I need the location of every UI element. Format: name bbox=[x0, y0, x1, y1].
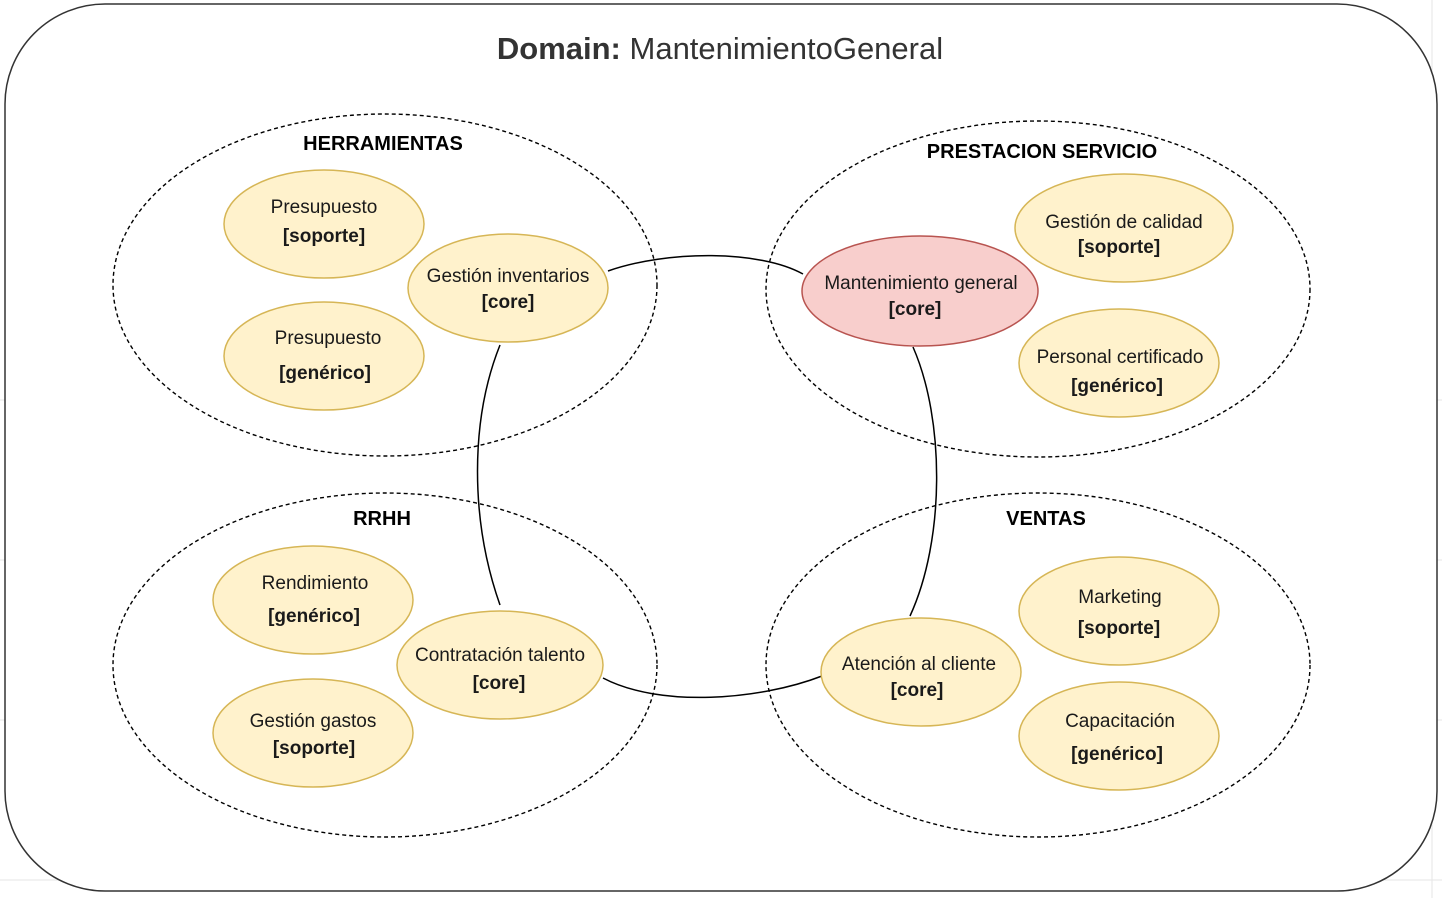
connector-inventarios-mantenimiento bbox=[607, 254, 804, 275]
context-shape bbox=[820, 617, 1022, 727]
context-shape bbox=[396, 610, 604, 720]
context-shape bbox=[223, 301, 425, 411]
context-presupuesto-generico: Presupuesto [genérico] bbox=[223, 301, 425, 411]
subdomain-title-herramientas: HERRAMIENTAS bbox=[303, 133, 463, 155]
subdomain-title-prestacion-servicio: PRESTACION SERVICIO bbox=[927, 141, 1157, 163]
context-shape bbox=[212, 678, 414, 788]
context-name: Presupuesto bbox=[275, 328, 382, 349]
context-tag: [soporte] bbox=[273, 738, 355, 759]
subdomain-prestacion-servicio bbox=[765, 120, 1311, 458]
context-tag: [core] bbox=[482, 292, 535, 313]
domain-frame bbox=[4, 3, 1438, 892]
context-name: Rendimiento bbox=[262, 573, 369, 594]
context-shape bbox=[1018, 308, 1220, 418]
context-mantenimiento-general: Mantenimiento general [core] bbox=[801, 235, 1039, 347]
context-shape bbox=[223, 169, 425, 279]
connector-mantenimiento-atencion bbox=[909, 346, 938, 617]
context-tag: [soporte] bbox=[1078, 237, 1160, 258]
context-shape bbox=[1014, 173, 1234, 283]
context-capacitacion: Capacitación [genérico] bbox=[1018, 681, 1220, 791]
context-tag: [core] bbox=[473, 673, 526, 694]
context-marketing: Marketing [soporte] bbox=[1018, 556, 1220, 666]
subdomain-title-ventas: VENTAS bbox=[1006, 508, 1086, 530]
context-name: Mantenimiento general bbox=[824, 273, 1017, 294]
context-shape bbox=[801, 235, 1039, 347]
context-name: Marketing bbox=[1078, 587, 1161, 608]
context-atencion-cliente: Atención al cliente [core] bbox=[820, 617, 1022, 727]
context-tag: [genérico] bbox=[1071, 744, 1163, 765]
context-name: Presupuesto bbox=[271, 197, 378, 218]
context-name: Gestión gastos bbox=[250, 711, 377, 732]
context-personal-certificado: Personal certificado [genérico] bbox=[1018, 308, 1220, 418]
context-tag: [core] bbox=[891, 680, 944, 701]
context-name: Contratación talento bbox=[415, 645, 585, 666]
context-name: Personal certificado bbox=[1037, 347, 1204, 368]
context-tag: [genérico] bbox=[268, 606, 360, 627]
context-rendimiento: Rendimiento [genérico] bbox=[212, 545, 414, 655]
context-presupuesto-soporte: Presupuesto [soporte] bbox=[223, 169, 425, 279]
context-tag: [soporte] bbox=[283, 226, 365, 247]
context-shape bbox=[212, 545, 414, 655]
context-shape bbox=[407, 233, 609, 343]
context-gestion-calidad: Gestión de calidad [soporte] bbox=[1014, 173, 1234, 283]
connector-contratacion-inventarios bbox=[476, 344, 501, 606]
context-name: Gestión inventarios bbox=[427, 266, 590, 287]
context-gestion-gastos: Gestión gastos [soporte] bbox=[212, 678, 414, 788]
context-shape bbox=[1018, 556, 1220, 666]
subdomain-herramientas bbox=[112, 113, 658, 457]
context-tag: [soporte] bbox=[1078, 618, 1160, 639]
subdomain-ventas bbox=[765, 492, 1311, 838]
connector-atencion-contratacion bbox=[602, 675, 823, 699]
context-gestion-inventarios: Gestión inventarios [core] bbox=[407, 233, 609, 343]
domain-title: Domain: MantenimientoGeneral bbox=[497, 31, 943, 66]
domain-label: Domain: bbox=[497, 31, 621, 66]
context-shape bbox=[1018, 681, 1220, 791]
context-name: Capacitación bbox=[1065, 711, 1175, 732]
domain-name: MantenimientoGeneral bbox=[630, 31, 944, 66]
subdomain-title-rrhh: RRHH bbox=[353, 508, 411, 530]
core-connectors bbox=[476, 254, 938, 699]
context-tag: [genérico] bbox=[279, 363, 371, 384]
context-tag: [genérico] bbox=[1071, 376, 1163, 397]
context-name: Atención al cliente bbox=[842, 654, 996, 675]
subdomain-rrhh bbox=[112, 492, 658, 838]
context-contratacion-talento: Contratación talento [core] bbox=[396, 610, 604, 720]
context-tag: [core] bbox=[889, 299, 942, 320]
context-name: Gestión de calidad bbox=[1045, 212, 1202, 233]
